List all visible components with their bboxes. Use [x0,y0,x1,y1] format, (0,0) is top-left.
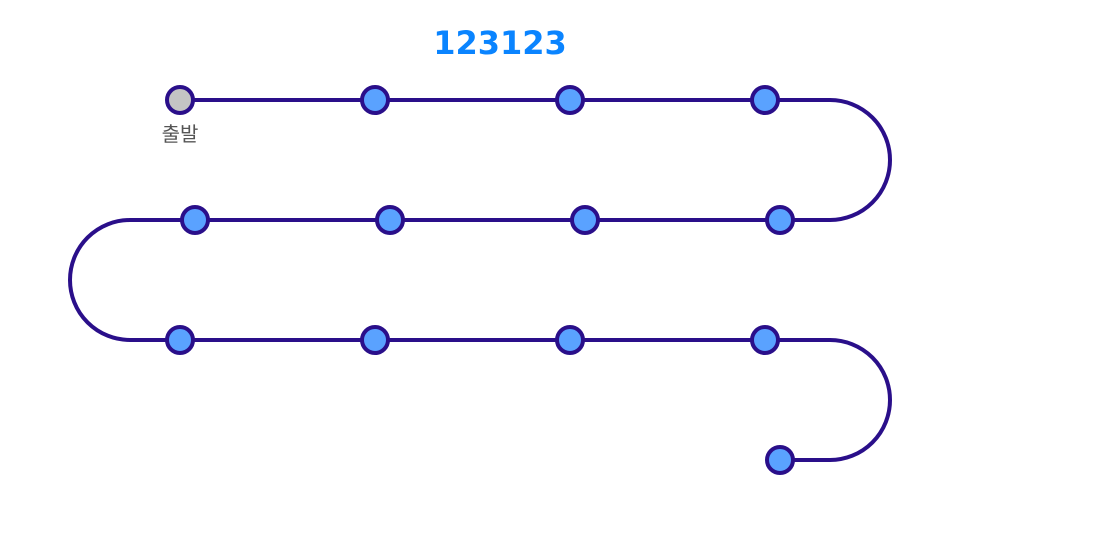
route-stop[interactable] [165,325,195,355]
route-stop[interactable] [750,325,780,355]
route-stop[interactable] [555,85,585,115]
start-stop[interactable] [165,85,195,115]
route-line [68,98,892,462]
route-stop[interactable] [765,205,795,235]
route-stop[interactable] [360,85,390,115]
route-stops [165,85,795,475]
route-stop[interactable] [180,205,210,235]
route-stop[interactable] [570,205,600,235]
route-stop[interactable] [750,85,780,115]
end-stop[interactable] [765,445,795,475]
route-stop[interactable] [555,325,585,355]
route-stop[interactable] [360,325,390,355]
route-stop[interactable] [375,205,405,235]
start-label: 출발 [162,122,199,146]
route-title: 123123 [433,24,567,62]
